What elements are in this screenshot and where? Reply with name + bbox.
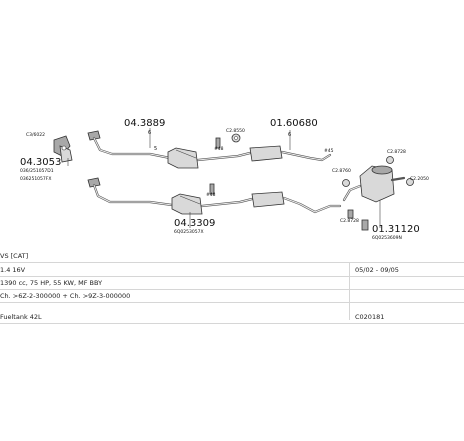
- front-flange-cluster: [53, 135, 73, 163]
- label-c2-8728-bottom: C2.8728: [340, 218, 359, 224]
- info-row-4: Ch. >6Z-2-300000 + Ch. >9Z-3-000000: [0, 290, 464, 303]
- lower-manifold-flange: [87, 177, 101, 188]
- part-number-01-31120: 01.31120: [372, 224, 420, 235]
- rear-hanger-1: [386, 156, 394, 164]
- leader-lines: [67, 128, 381, 228]
- part-number-04-3889: 04.3889: [124, 118, 165, 129]
- label-c2-8550: C2.8550: [226, 128, 245, 134]
- upper-catalytic-converter: [167, 147, 199, 169]
- info-row-2-right: 05/02 - 09/05: [355, 266, 399, 274]
- info-column-divider: [349, 262, 350, 320]
- label-oem-3: 6Q0253057X: [174, 229, 204, 235]
- info-row-3: 1390 cc, 75 HP, 55 KW, MF BBY: [0, 277, 464, 290]
- lower-exhaust-line: [87, 177, 342, 215]
- part-number-01-60680: 01.60680: [270, 118, 318, 129]
- info-row-2: 1.4 16V 05/02 - 09/05: [0, 264, 464, 277]
- label-6b: 6: [288, 132, 291, 138]
- info-row-3-left: 1390 cc, 75 HP, 55 KW, MF BBY: [0, 279, 103, 287]
- rear-hanger-3: [406, 178, 414, 186]
- info-row-2-left: 1.4 16V: [0, 266, 26, 274]
- upper-manifold-flange: [87, 130, 101, 141]
- info-row-4-left: Ch. >6Z-2-300000 + Ch. >9Z-3-000000: [0, 292, 131, 300]
- info-row-5-left: Fueltank 42L: [0, 313, 42, 321]
- label-oem-1: 036/251057D1: [20, 168, 54, 174]
- rear-bolt: [347, 209, 354, 219]
- label-6a: 6: [148, 130, 151, 136]
- label-oem-2: 036251057FX: [20, 176, 51, 182]
- label-c2-8760: C2.8760: [332, 168, 351, 174]
- label-5: 5: [154, 146, 157, 152]
- rear-hanger-2: [342, 179, 350, 187]
- info-row-5-right: C020181: [355, 313, 385, 321]
- label-c3-6022: C3/6022: [26, 132, 45, 138]
- exhaust-system-diagram: 04.3053 04.3889 01.60680 04.3309 01.3112…: [20, 118, 429, 241]
- rear-silencer: [359, 165, 395, 203]
- rear-silencer-group: [342, 156, 414, 231]
- label-c2-8728-top: C2.8728: [387, 149, 406, 155]
- label-hash-48-a: #48: [214, 146, 224, 152]
- upper-middle-silencer: [249, 145, 283, 162]
- upper-exhaust-line: [87, 130, 332, 169]
- lower-middle-silencer: [251, 191, 285, 208]
- lower-catalytic-converter: [171, 193, 203, 215]
- info-row-1-left: VS [CAT]: [0, 252, 29, 260]
- label-hash-45: #45: [324, 148, 334, 154]
- part-number-04-3309: 04.3309: [174, 218, 215, 229]
- label-oem-4: 6Q0253609N: [372, 235, 402, 241]
- upper-clamp: [215, 137, 221, 149]
- part-number-04-3053: 04.3053: [20, 157, 61, 168]
- info-row-1: VS [CAT]: [0, 250, 464, 263]
- lower-clamp: [209, 183, 215, 195]
- rear-clamp: [361, 219, 369, 231]
- label-c2-2050: C2.2050: [410, 176, 429, 182]
- info-row-5: Fueltank 42L C020181: [0, 311, 464, 324]
- label-hash-48-b: #48: [206, 192, 216, 198]
